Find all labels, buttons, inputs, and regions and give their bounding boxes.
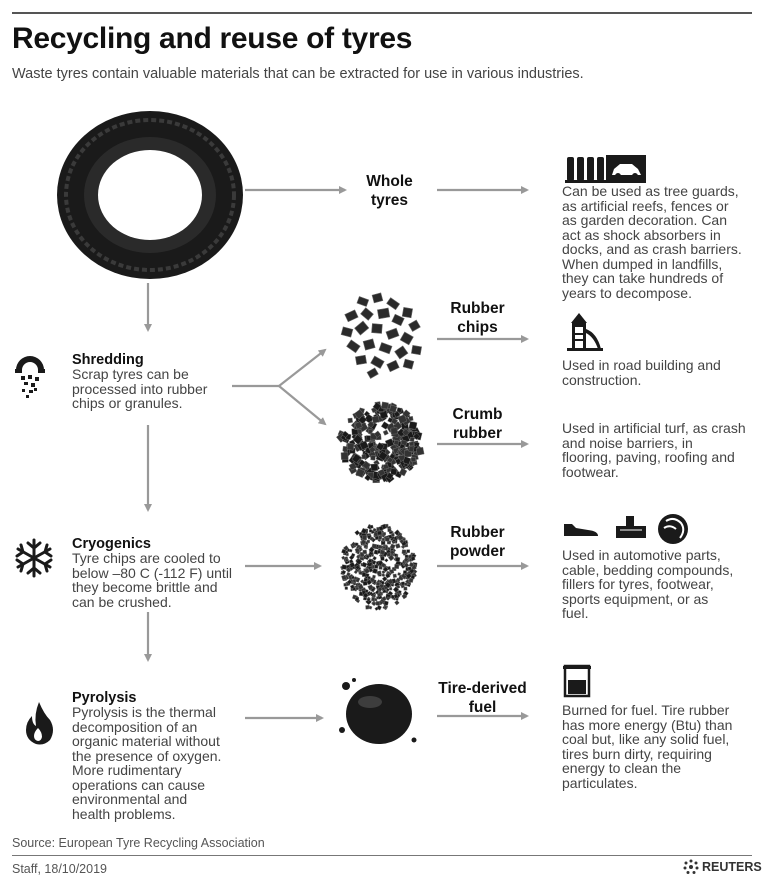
- source-note: Source: European Tyre Recycling Associat…: [12, 836, 265, 850]
- reuters-logo-icon: [683, 859, 699, 874]
- process-title-pyrolysis: Pyrolysis: [72, 690, 137, 706]
- ball-icon: [658, 514, 688, 544]
- shredder-icon: [15, 356, 45, 398]
- tyre-stack-icon: [565, 157, 607, 183]
- rubber-chips-use: Used in road building and construction.: [562, 357, 721, 388]
- bottom-rule: [12, 855, 752, 856]
- tyre-icon: [57, 111, 243, 279]
- reuters-logo: REUTERS: [683, 858, 762, 876]
- fuel-sphere-image: [339, 678, 417, 744]
- crumb-rubber-use: Used in artificial turf, as crash and no…: [562, 420, 746, 480]
- page-title: Recycling and reuse of tyres: [12, 22, 413, 55]
- crumb-rubber-image: [336, 401, 425, 484]
- rubber-powder-use: Used in automotive parts, cable, bedding…: [562, 547, 734, 621]
- credit-line: Staff, 18/10/2019: [12, 862, 107, 876]
- page-subtitle: Waste tyres contain valuable materials t…: [12, 66, 584, 82]
- car-icon: [606, 155, 646, 183]
- process-text-shredding: Scrap tyres can be processed into rubber…: [72, 366, 208, 411]
- rubber-powder-image: [340, 523, 418, 611]
- top-rule: [12, 12, 752, 14]
- process-title-shredding: Shredding: [72, 352, 144, 368]
- process-text-cryogenics: Tyre chips are cooled to below –80 C (-1…: [72, 550, 233, 610]
- process-text-pyrolysis: Pyrolysis is the thermal decomposition o…: [72, 704, 222, 822]
- rubber-chips-image: [340, 292, 422, 379]
- process-title-cryogenics: Cryogenics: [72, 536, 151, 552]
- flame-icon: [26, 702, 53, 745]
- reuters-wordmark: REUTERS: [702, 860, 762, 874]
- beaker-icon: [563, 664, 591, 698]
- tire-tread-icon: [616, 516, 646, 538]
- label-crumb-rubber: Crumb rubber: [452, 406, 503, 442]
- shoe-icon: [564, 524, 598, 538]
- label-whole-tyres: Whole tyres: [366, 173, 413, 209]
- tire-derived-fuel-use: Burned for fuel. Tire rubber has more en…: [562, 702, 733, 791]
- label-tire-derived-fuel: Tire-derived fuel: [438, 680, 527, 716]
- whole-tyres-use: Can be used as tree guards, as artificia…: [562, 183, 742, 301]
- label-rubber-powder: Rubber powder: [449, 524, 506, 560]
- label-rubber-chips: Rubber chips: [450, 300, 505, 336]
- snowflake-icon: [15, 538, 53, 578]
- playground-icon: [567, 313, 603, 351]
